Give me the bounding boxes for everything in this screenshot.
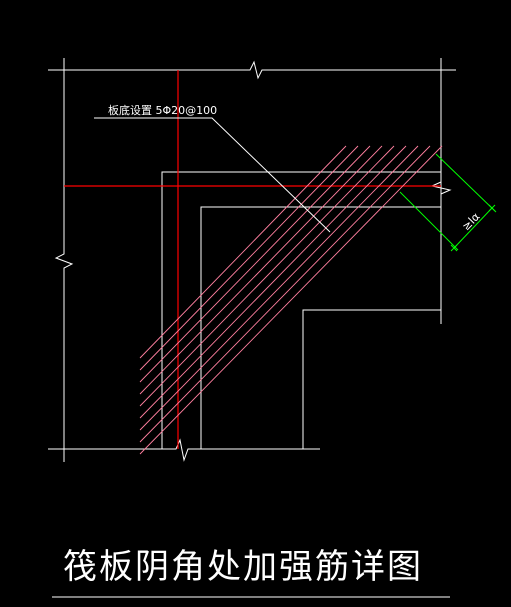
top-break-line: [48, 60, 456, 80]
dimension-line: [453, 207, 493, 249]
axis-lines: [64, 70, 441, 449]
right-edge-break: [430, 172, 452, 206]
inner-corner-line: [200, 206, 441, 449]
rebar-line: [139, 145, 371, 383]
slab-outline: [161, 171, 452, 449]
left-break-line: [54, 58, 74, 462]
inner-step-line: [302, 207, 442, 449]
dimension: [399, 153, 497, 252]
leader-line: [94, 117, 331, 233]
rebar-line: [139, 145, 395, 407]
outer-corner-line: [161, 171, 441, 449]
rebar-line: [139, 145, 407, 419]
rebar-line: [139, 145, 347, 359]
dimension-tick-1: [488, 204, 496, 212]
rebar-line: [139, 145, 431, 443]
rebar-annotation: 板底设置 5Φ20@100: [108, 103, 217, 117]
rebar-line: [139, 145, 383, 395]
bottom-break-line: [48, 438, 320, 462]
leader: [94, 117, 331, 233]
rebar-line: [139, 145, 419, 431]
drawing-title: 筏板阴角处加强筋详图: [63, 547, 423, 587]
rebar-group: [139, 145, 443, 455]
dimension-tick-2: [450, 244, 458, 252]
rebar-line: [139, 145, 359, 371]
dimension-extension-2: [399, 191, 459, 251]
rebar-line: [139, 145, 443, 455]
dimension-extension-1: [435, 153, 497, 213]
